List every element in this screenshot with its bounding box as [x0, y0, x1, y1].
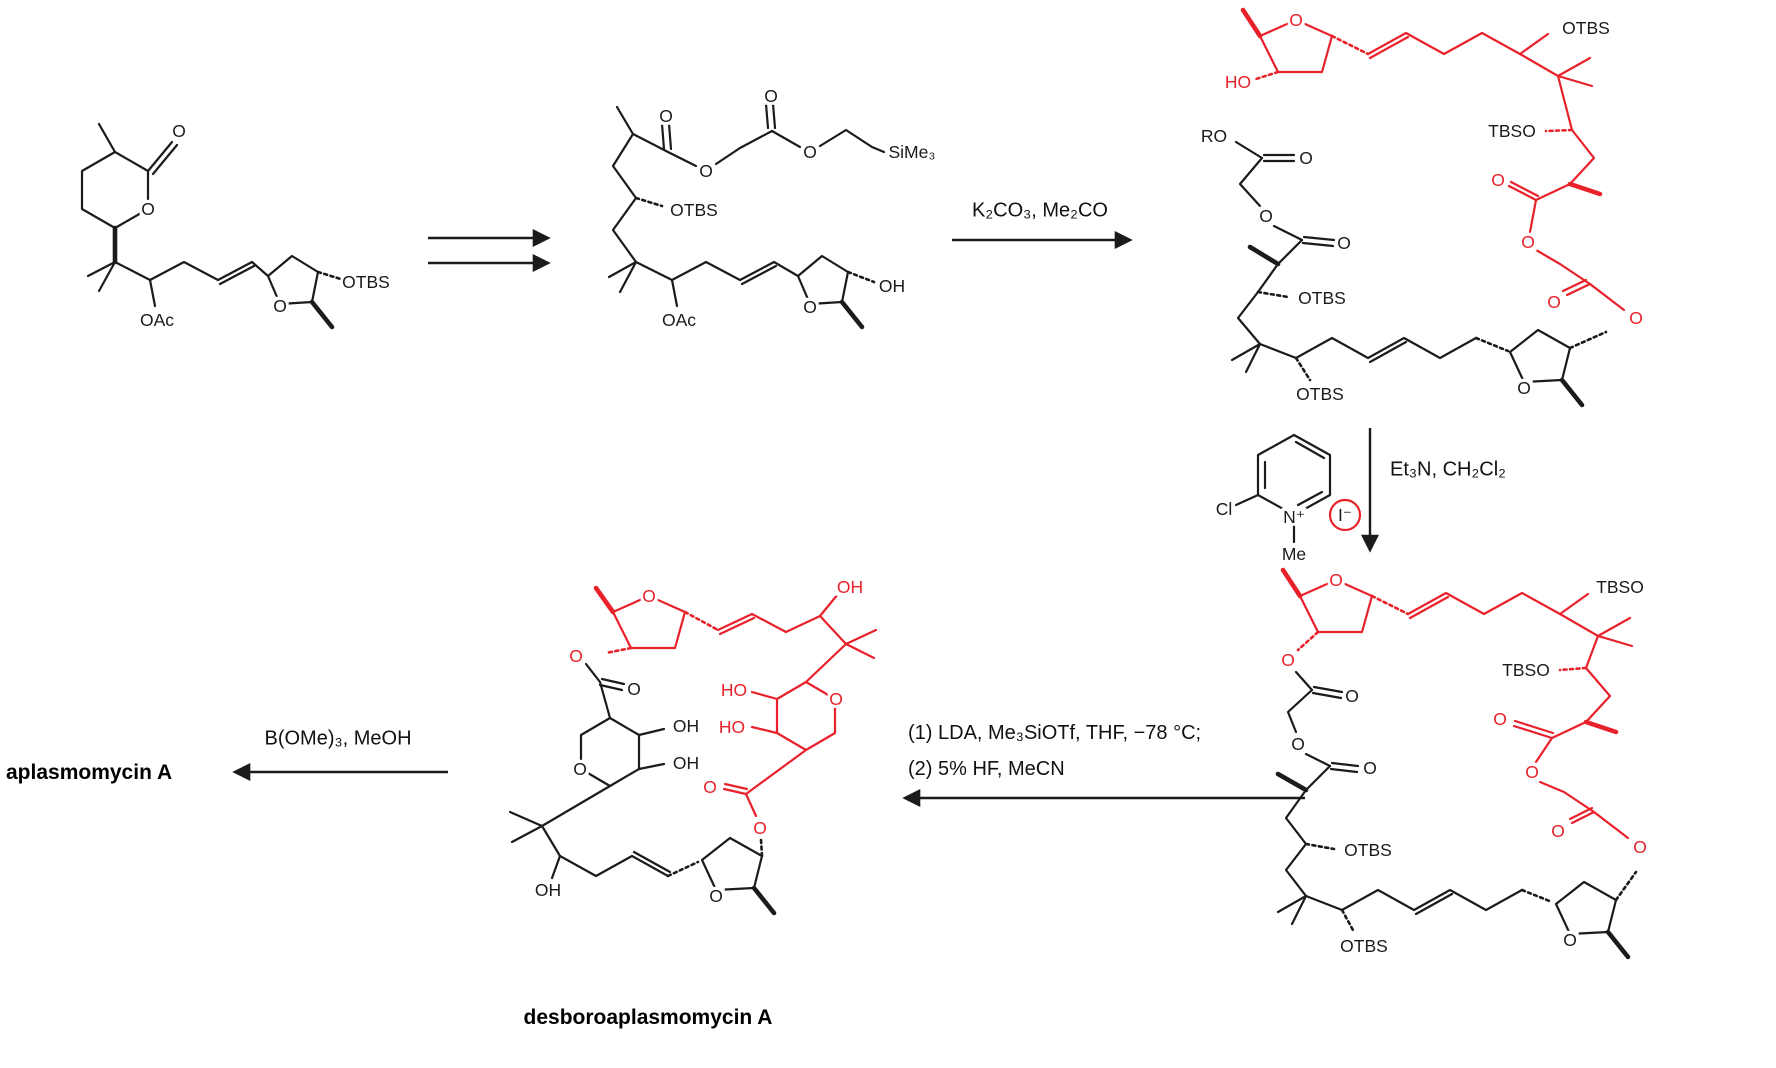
atom-label: O: [1287, 9, 1305, 30]
atom-label: OTBS: [668, 199, 720, 220]
atom-label: O: [625, 678, 643, 699]
atom-label: OTBS: [1294, 383, 1346, 404]
atom-label: O: [567, 645, 585, 666]
structure-tmse-ester-monomer: [607, 102, 886, 330]
structure-desboroaplasmomycin: [508, 585, 878, 916]
atom-label: OTBS: [1342, 839, 1394, 860]
atom-label: O: [1257, 205, 1275, 226]
atom-label: OAc: [660, 309, 698, 330]
atom-label: TBSO: [1486, 120, 1538, 141]
atom-label: O: [571, 758, 589, 779]
atom-label: O: [271, 295, 289, 316]
atom-label: O: [1343, 685, 1361, 706]
atom-label: O: [827, 688, 845, 709]
iodide-counterion-circle: [1328, 498, 1362, 532]
atom-label: O: [1519, 231, 1537, 252]
structure-lactone-monomer: [80, 122, 346, 330]
atom-label: O: [701, 776, 719, 797]
atom-label: O: [1561, 929, 1579, 950]
atom-label: Me: [1280, 543, 1308, 564]
reagents-step1: K₂CO₃, Me₂CO: [972, 199, 1108, 222]
atom-label: O: [640, 585, 658, 606]
atom-label: SiMe₃: [887, 141, 937, 162]
atom-label: O: [751, 817, 769, 838]
atom-label: O: [1523, 761, 1541, 782]
reagents-step2: Et₃N, CH₂Cl₂: [1390, 458, 1506, 481]
atom-label: OTBS: [1560, 17, 1612, 38]
atom-label: HO: [717, 716, 747, 737]
atom-label: O: [1491, 708, 1509, 729]
atom-label: O: [1327, 569, 1345, 590]
atom-label: OH: [671, 715, 701, 736]
product-aplasmomycin-label: aplasmomycin A: [6, 761, 173, 784]
atom-label: OH: [877, 275, 907, 296]
atom-label: N⁺: [1281, 506, 1307, 527]
atom-label: O: [1289, 733, 1307, 754]
atom-label: O: [1631, 836, 1649, 857]
atom-label: O: [1297, 147, 1315, 168]
atom-label: O: [657, 105, 675, 126]
reagents-step3-line1: (1) LDA, Me₃SiOTf, THF, −78 °C;: [908, 722, 1202, 744]
atom-label: I⁻: [1336, 504, 1354, 525]
reagents-step4: B(OMe)₃, MeOH: [264, 727, 412, 750]
atom-label: O: [1627, 307, 1645, 328]
atom-label: Cl: [1214, 498, 1234, 519]
atom-label: O: [1279, 649, 1297, 670]
atom-label: RO: [1199, 125, 1229, 146]
atom-label: OTBS: [1296, 287, 1348, 308]
atom-label: OAc: [138, 309, 176, 330]
reagents-step3-line2: (2) 5% HF, MeCN: [908, 758, 1065, 780]
double-reaction-arrow: [428, 229, 551, 272]
atom-label: O: [170, 120, 188, 141]
atom-label: O: [762, 85, 780, 106]
atom-label: TBSO: [1500, 659, 1552, 680]
atom-label: O: [1545, 291, 1563, 312]
atom-label: O: [139, 198, 157, 219]
mukaiyama-reagent-structure: [1234, 433, 1362, 544]
atom-label: HO: [719, 679, 749, 700]
atom-label: O: [1489, 169, 1507, 190]
product-desboro-label: desboroaplasmomycin A: [523, 1006, 773, 1029]
atom-label: OTBS: [1338, 935, 1390, 956]
atom-label: O: [697, 160, 715, 181]
atom-label: OH: [835, 576, 865, 597]
atom-label: TBSO: [1594, 576, 1646, 597]
atom-label: O: [1361, 757, 1379, 778]
structure-protected-macrocycle: [1275, 567, 1638, 960]
atom-label: HO: [1223, 71, 1253, 92]
atom-label: O: [1549, 820, 1567, 841]
atom-label: O: [1335, 232, 1353, 253]
atom-label: OH: [533, 879, 563, 900]
atom-label: O: [1515, 377, 1533, 398]
atom-label: OTBS: [340, 271, 392, 292]
atom-label: OH: [671, 752, 701, 773]
atom-label: O: [801, 296, 819, 317]
atom-label: O: [707, 885, 725, 906]
structure-openchain-dimer: [1230, 7, 1626, 408]
atom-label: O: [801, 141, 819, 162]
